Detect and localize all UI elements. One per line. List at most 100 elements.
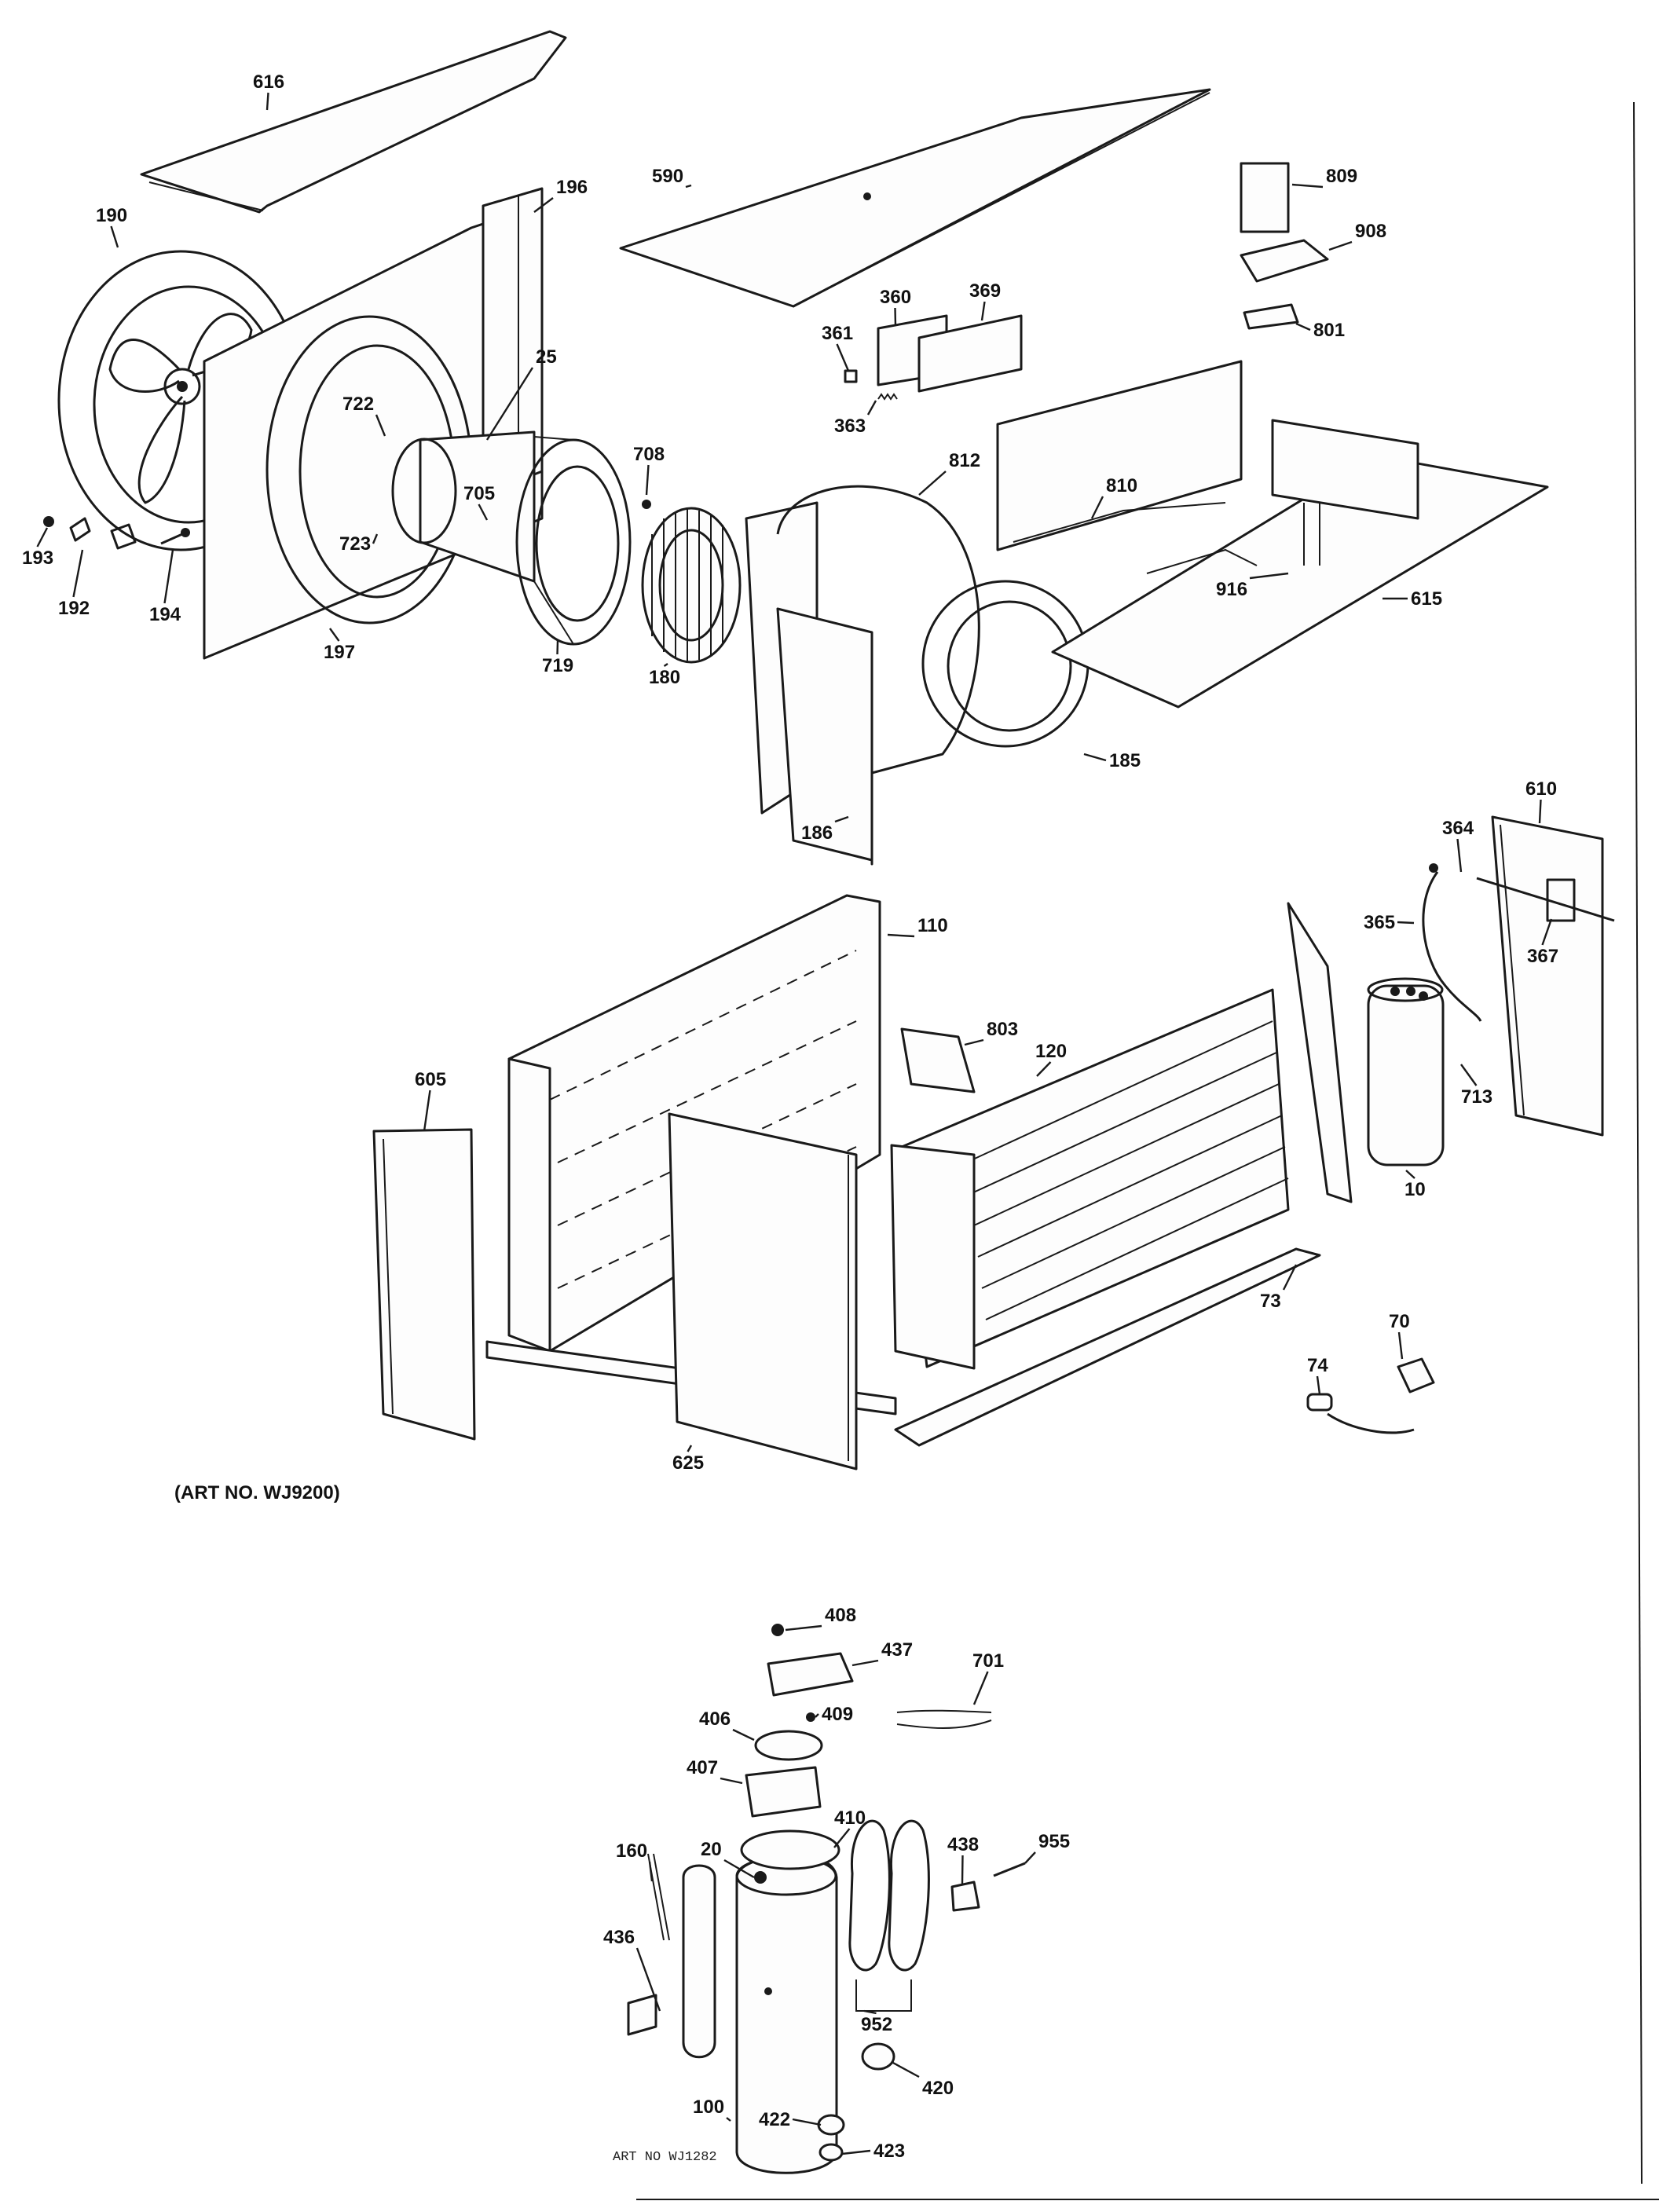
leader-line-186: [834, 815, 849, 823]
leader-line-360: [894, 307, 897, 327]
leader-line-438: [961, 1855, 964, 1884]
part-label-438: 438: [947, 1834, 979, 1855]
leader-lines: [36, 92, 1553, 2155]
part-label-810: 810: [1106, 475, 1137, 496]
part-label-812: 812: [949, 450, 980, 471]
part-590-top-panel: [619, 88, 1211, 308]
part-label-605: 605: [415, 1069, 446, 1090]
part-label-610: 610: [1525, 778, 1557, 800]
part-label-160: 160: [616, 1840, 647, 1862]
parts-compressor-hardware: [754, 1709, 1026, 2162]
part-436-accumulator: [627, 1853, 716, 2059]
parts-70-74-cord: [1306, 1357, 1435, 1434]
part-180-blower-wheel: [641, 500, 742, 664]
leader-line-408: [785, 1624, 822, 1632]
leader-line-74: [1316, 1375, 1321, 1395]
part-label-420: 420: [922, 2078, 954, 2099]
part-label-955: 955: [1038, 1831, 1070, 1852]
part-label-192: 192: [58, 598, 90, 619]
part-label-801: 801: [1313, 320, 1345, 341]
leader-line-410: [833, 1828, 851, 1848]
part-label-73: 73: [1260, 1291, 1281, 1312]
part-label-190: 190: [96, 205, 127, 226]
part-label-422: 422: [759, 2109, 790, 2130]
part-label-194: 194: [149, 604, 181, 625]
leader-line-196: [533, 197, 554, 213]
leader-line-722: [375, 414, 386, 437]
leader-line-364: [1456, 838, 1463, 873]
leader-line-605: [423, 1090, 431, 1132]
part-label-408: 408: [825, 1605, 856, 1626]
part-label-723: 723: [339, 533, 371, 555]
part-label-361: 361: [822, 323, 853, 344]
leader-line-955: [1024, 1851, 1036, 1864]
part-label-110: 110: [917, 915, 948, 936]
part-label-406: 406: [699, 1708, 731, 1730]
part-label-360: 360: [880, 287, 911, 308]
leader-line-625: [687, 1445, 693, 1452]
leader-line-812: [918, 471, 947, 496]
part-label-908: 908: [1355, 221, 1386, 242]
part-label-701: 701: [972, 1650, 1004, 1672]
leader-line-367: [1541, 918, 1553, 946]
leader-line-190: [110, 225, 119, 248]
part-label-952: 952: [861, 2014, 892, 2035]
part-label-363: 363: [834, 416, 866, 437]
leader-line-610: [1538, 799, 1542, 824]
part-label-196: 196: [556, 177, 588, 198]
part-803-bracket: [900, 1027, 976, 1093]
part-label-10: 10: [1404, 1179, 1426, 1200]
part-label-74: 74: [1307, 1355, 1328, 1376]
part-label-193: 193: [22, 548, 53, 569]
part-label-120: 120: [1035, 1041, 1067, 1062]
leader-line-20: [723, 1859, 755, 1879]
part-label-625: 625: [672, 1452, 704, 1474]
leader-line-708: [645, 464, 650, 496]
leader-line-73: [1282, 1264, 1298, 1291]
part-label-20: 20: [701, 1839, 722, 1860]
leader-line-361: [836, 343, 850, 372]
part-label-423: 423: [873, 2141, 905, 2162]
leader-line-713: [1460, 1064, 1478, 1086]
leader-line-952: [863, 2009, 877, 2015]
part-label-719: 719: [542, 655, 573, 676]
part-label-437: 437: [881, 1639, 913, 1661]
part-label-407: 407: [687, 1757, 718, 1778]
leader-line-916: [1249, 572, 1289, 580]
leader-line-423: [841, 2149, 871, 2155]
parts-360-369-361-363-controls: [844, 314, 1023, 401]
leader-line-197: [329, 628, 340, 642]
leader-line-120: [1036, 1061, 1052, 1077]
part-label-409: 409: [822, 1704, 853, 1725]
right-border: [1633, 101, 1643, 2185]
leader-line-803: [964, 1038, 984, 1046]
part-197-shroud: [203, 187, 544, 660]
compressor-art-caption: ART NO WJ1282: [613, 2150, 717, 2165]
part-label-708: 708: [633, 444, 665, 465]
part-label-713: 713: [1461, 1086, 1492, 1108]
leader-line-420: [891, 2060, 920, 2078]
leader-line-809: [1291, 183, 1324, 189]
part-label-197: 197: [324, 642, 355, 663]
part-605-side-panel: [372, 1128, 476, 1441]
leader-line-100: [726, 2117, 731, 2122]
part-label-364: 364: [1442, 818, 1474, 839]
part-label-410: 410: [834, 1807, 866, 1829]
leader-line-192: [72, 549, 84, 598]
leader-line-110: [887, 933, 915, 938]
leader-line-723: [372, 533, 379, 544]
leader-line-194: [163, 549, 174, 604]
part-186-scroll-housing: [745, 485, 1090, 866]
leader-line-908: [1328, 240, 1353, 251]
leader-line-193: [36, 527, 49, 548]
part-73-rail: [894, 902, 1353, 1447]
part-label-616: 616: [253, 71, 284, 93]
leader-line-705: [478, 504, 489, 521]
leader-line-701: [972, 1671, 989, 1705]
part-label-186: 186: [801, 822, 833, 844]
leader-line-801: [1295, 322, 1311, 331]
leader-line-407: [720, 1777, 743, 1785]
part-label-185: 185: [1109, 750, 1141, 771]
